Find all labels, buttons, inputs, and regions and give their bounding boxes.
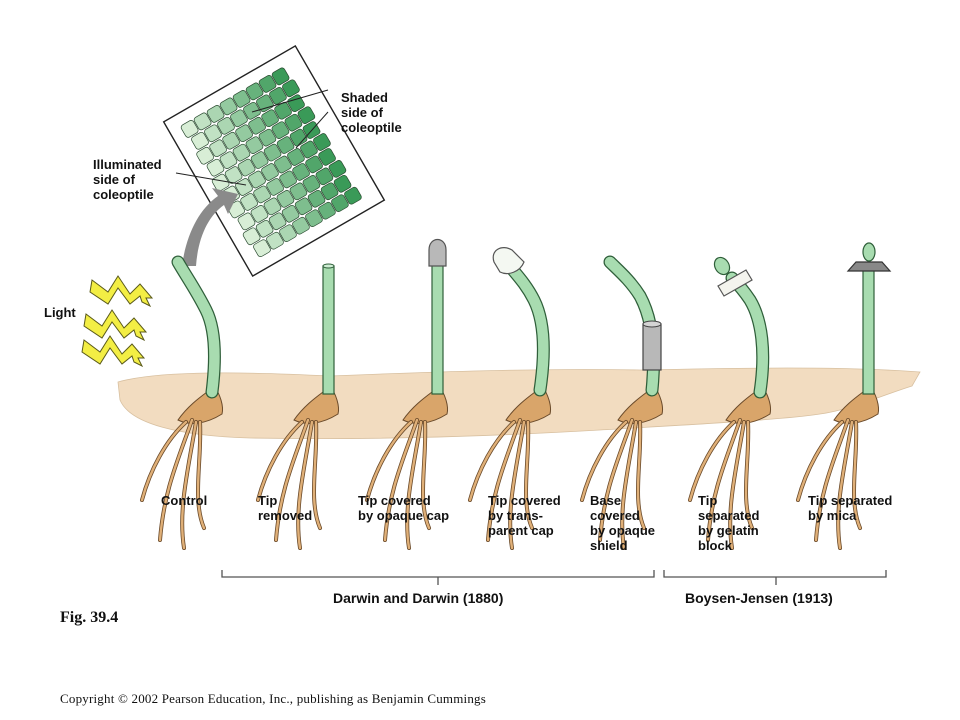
group-label-boysen: Boysen-Jensen (1913) [685,590,833,606]
label-shaded-side: Shaded side of coleoptile [341,90,402,135]
group-label-darwin: Darwin and Darwin (1880) [333,590,504,606]
mica-tip [862,242,876,262]
opaque-cap [428,238,447,267]
gelatin-block [717,269,753,297]
label-control: Control [161,493,208,508]
opaque-shield [642,323,662,371]
label-gelatin: Tip separated by gelatin block [698,493,760,553]
label-opaque-shield: Base covered by opaque shield [590,493,656,553]
light-bolts [81,275,154,368]
group-brackets [221,570,887,585]
coleoptile-mica [862,269,875,395]
label-mica: Tip separated by mica [808,493,893,523]
mica-plate [846,261,892,272]
coleoptile-tip-removed [322,265,335,395]
figure-label: Fig. 39.4 [60,609,119,626]
copyright-text: Copyright © 2002 Pearson Education, Inc.… [60,691,486,706]
label-illuminated-side: Illuminated side of coleoptile [93,157,162,202]
label-light: Light [44,305,76,320]
curved-arrow [182,188,238,266]
transparent-cap [492,247,525,275]
cell-inset [162,44,386,278]
label-transparent-cap: Tip covered by trans- parent cap [488,493,561,538]
coleoptiles [171,238,892,399]
gelatin-tip [713,256,731,276]
label-opaque-cap: Tip covered by opaque cap [358,493,450,523]
coleoptile-opaque-cap [431,261,444,395]
label-tip-removed: Tip removed [258,493,313,523]
